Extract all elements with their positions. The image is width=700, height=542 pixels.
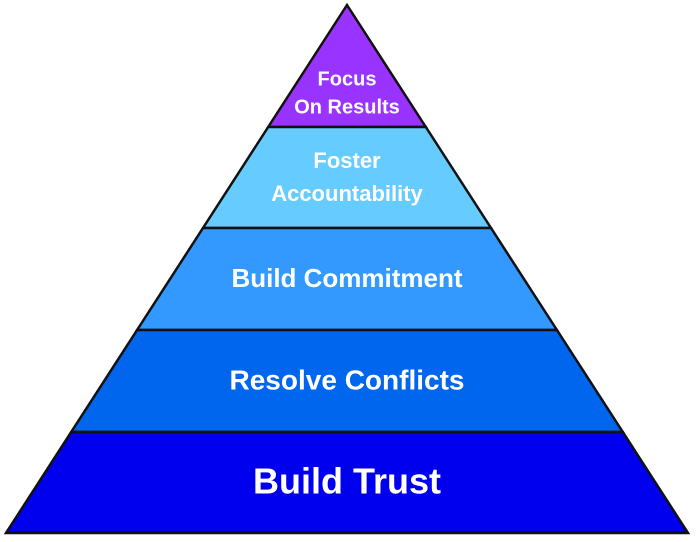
tier-label-focus-line-2: On Results bbox=[294, 96, 400, 118]
tier-label-resolve-conflicts: Resolve Conflicts bbox=[230, 364, 465, 395]
tier-label-foster-line-1: Foster bbox=[313, 148, 381, 173]
tier-label-focus-line-1: Focus bbox=[318, 68, 377, 90]
tier-build-trust bbox=[3, 430, 691, 535]
tier-label-foster-line-2: Accountability bbox=[271, 181, 423, 206]
tier-foster-accountability bbox=[200, 125, 494, 230]
tier-label-build-trust: Build Trust bbox=[253, 461, 441, 502]
tier-label-build-commitment: Build Commitment bbox=[231, 263, 462, 293]
